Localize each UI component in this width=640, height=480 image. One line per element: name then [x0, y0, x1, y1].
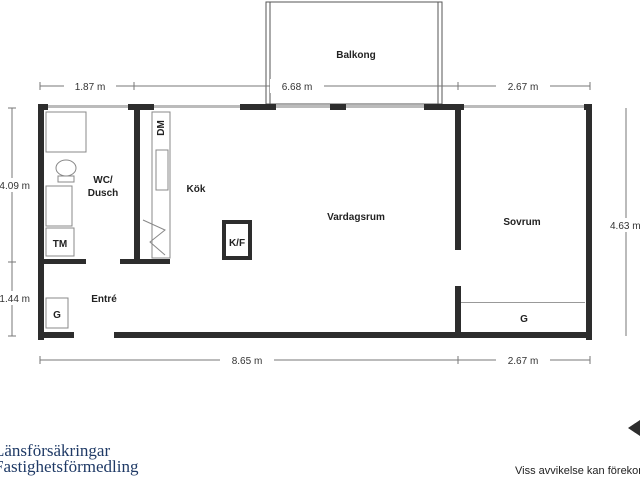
kitchen-counter: [151, 111, 171, 259]
dim-left-upper: 4.09 m: [0, 181, 30, 192]
brand-line1: Länsförsäkringar: [0, 441, 111, 460]
label-tm: TM: [53, 239, 67, 250]
dim-bottom-right: 2.67 m: [508, 356, 539, 367]
label-g-sovrum: G: [520, 314, 528, 325]
walls: [38, 104, 592, 340]
dim-top-mid: 6.68 m: [282, 82, 313, 93]
label-dusch: Dusch: [88, 188, 119, 199]
closet-icon: [45, 297, 69, 329]
washer-icon: [45, 227, 75, 257]
sink-icon: [45, 111, 87, 153]
label-entre: Entré: [91, 294, 117, 305]
disclaimer-text: Viss avvikelse kan förekomma: [515, 465, 640, 477]
toilet-icon: [55, 159, 77, 177]
dim-top-right: 2.67 m: [508, 82, 539, 93]
dim-top-left: 1.87 m: [75, 82, 106, 93]
shower-icon: [45, 185, 73, 227]
fixtures: [45, 111, 171, 329]
label-g-entre: G: [53, 310, 61, 321]
label-sovrum: Sovrum: [503, 217, 540, 228]
label-balkong: Balkong: [336, 50, 375, 61]
brand-logo: Länsförsäkringar Fastighetsförmedling: [0, 441, 139, 476]
dimension-labels: 1.87 m 6.68 m 2.67 m 8.65 m 2.67 m 4.09 …: [0, 79, 640, 367]
dim-right: 4.63 m: [610, 221, 640, 232]
dim-left-lower: 1.44 m: [0, 294, 30, 305]
label-kok: Kök: [187, 184, 206, 195]
brand-line2: Fastighetsförmedling: [0, 457, 139, 476]
label-dm: DM: [156, 120, 167, 136]
label-kf: K/F: [229, 238, 245, 249]
dim-bottom-left: 8.65 m: [232, 356, 263, 367]
label-wc: WC/: [93, 175, 113, 186]
north-arrow-icon: [628, 420, 640, 436]
label-vardagsrum: Vardagsrum: [327, 212, 385, 223]
stairs-icon: [142, 219, 166, 256]
